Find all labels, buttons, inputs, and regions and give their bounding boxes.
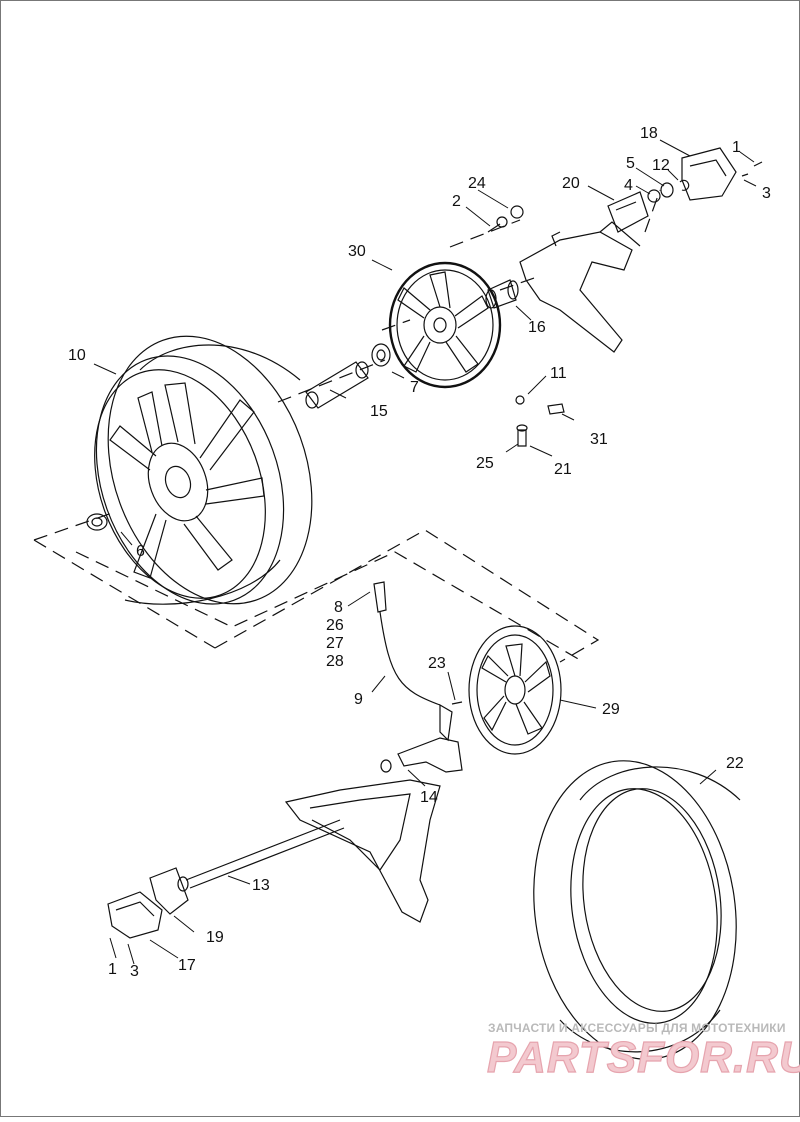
callout-12: 12 (652, 157, 670, 174)
plug-11 (515, 395, 525, 405)
callout-3-top: 3 (762, 185, 771, 202)
callout-23: 23 (428, 655, 446, 672)
wheel-bearing (86, 513, 108, 531)
callout-10: 10 (68, 347, 86, 364)
rear-tire (533, 760, 741, 1060)
bolt-2-top (487, 216, 508, 233)
watermark-tagline: ЗАПЧАСТИ И АКСЕССУАРЫ ДЛЯ МОТОТЕХНИКИ (488, 1021, 786, 1035)
callout-2-top: 2 (452, 193, 461, 210)
callout-22: 22 (726, 755, 744, 772)
bracket-19 (149, 867, 189, 915)
nut-5 (660, 182, 674, 198)
callout-26: 26 (326, 617, 344, 634)
swingarm (519, 221, 641, 353)
axle-spacer (305, 361, 369, 409)
callout-29: 29 (602, 701, 620, 718)
screw-23 (451, 701, 463, 705)
nut-24 (510, 205, 524, 219)
washer-4 (647, 189, 661, 203)
callout-11: 11 (550, 365, 567, 382)
sprocket-pulley (388, 261, 502, 389)
callout-1-bottom: 1 (108, 961, 117, 978)
callout-31: 31 (590, 431, 608, 448)
callout-9: 9 (354, 691, 363, 708)
callout-20: 20 (562, 175, 580, 192)
swingarm-left (284, 779, 441, 923)
callout-18: 18 (640, 125, 658, 142)
callout-3-bottom: 3 (130, 963, 139, 980)
brake-disc (468, 625, 562, 755)
callout-19: 19 (206, 929, 224, 946)
callout-labels: 10 6 30 15 7 16 24 2 20 18 1 3 5 12 4 11… (68, 125, 771, 980)
caliper-bracket (380, 737, 463, 773)
callout-15: 15 (370, 403, 388, 420)
clip-12 (679, 179, 690, 191)
callout-14: 14 (420, 789, 438, 806)
callout-21: 21 (554, 461, 572, 478)
callout-1-top: 1 (732, 139, 741, 156)
callout-28: 28 (326, 653, 344, 670)
callout-6: 6 (136, 543, 145, 560)
callout-8: 8 (334, 599, 343, 616)
callout-16: 16 (528, 319, 546, 336)
washer-3-top (741, 173, 749, 177)
bracket-20 (607, 191, 649, 233)
fitting-21 (516, 424, 528, 447)
leader-lines (93, 139, 757, 965)
rear-wheel (94, 335, 313, 605)
callout-4: 4 (624, 177, 633, 194)
watermark: ЗАПЧАСТИ И АКСЕССУАРЫ ДЛЯ МОТОТЕХНИКИ PA… (486, 1021, 800, 1083)
block-31 (547, 403, 565, 415)
callout-24: 24 (468, 175, 486, 192)
bearing-7 (371, 343, 391, 367)
callout-5: 5 (626, 155, 635, 172)
callout-25: 25 (476, 455, 494, 472)
watermark-brand: PARTSFOR.RU (487, 1033, 800, 1082)
callout-7: 7 (410, 379, 419, 396)
screw-1-top (753, 161, 763, 167)
rear-axle (177, 819, 345, 892)
callout-13: 13 (252, 877, 270, 894)
callout-17: 17 (178, 957, 196, 974)
callout-27: 27 (326, 635, 344, 652)
callout-30: 30 (348, 243, 366, 260)
axle-bushing (485, 279, 519, 309)
cover-17 (107, 891, 163, 939)
